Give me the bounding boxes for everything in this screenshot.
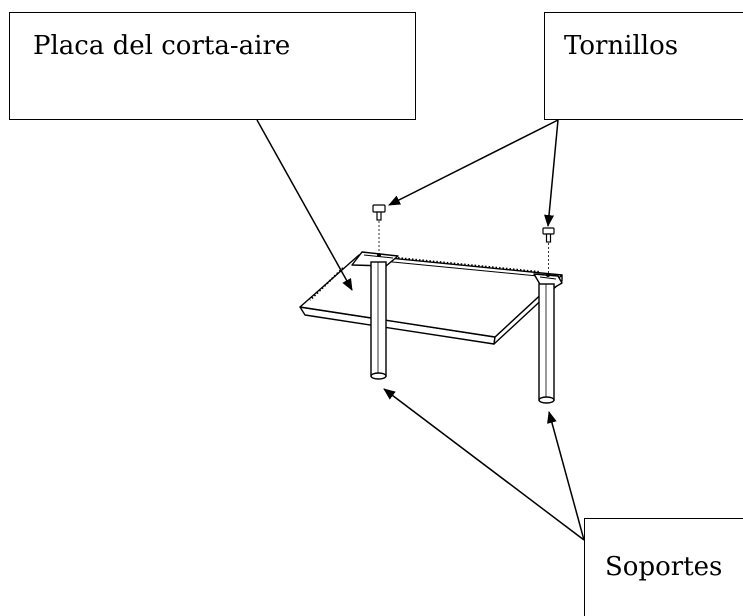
screws-label: Tornillos	[564, 31, 679, 61]
plate-label: Placa del corta-aire	[33, 31, 291, 61]
supports-label: Soportes	[605, 552, 723, 582]
plate-label-box: Placa del corta-aire	[9, 12, 416, 120]
support-leg-left	[370, 261, 387, 380]
screw-right	[542, 227, 555, 273]
arrow-to-screw-left	[388, 119, 559, 206]
arrow-to-plate	[256, 119, 353, 291]
leader-arrows	[256, 119, 585, 541]
arrow-to-leg-right	[547, 411, 585, 541]
screws-label-box: Tornillos	[544, 12, 743, 120]
support-leg-right	[538, 283, 555, 404]
arrow-to-leg-left	[383, 388, 585, 541]
screw-left	[372, 204, 386, 252]
supports-label-box: Soportes	[584, 518, 743, 616]
arrow-to-screw-right	[544, 119, 559, 227]
